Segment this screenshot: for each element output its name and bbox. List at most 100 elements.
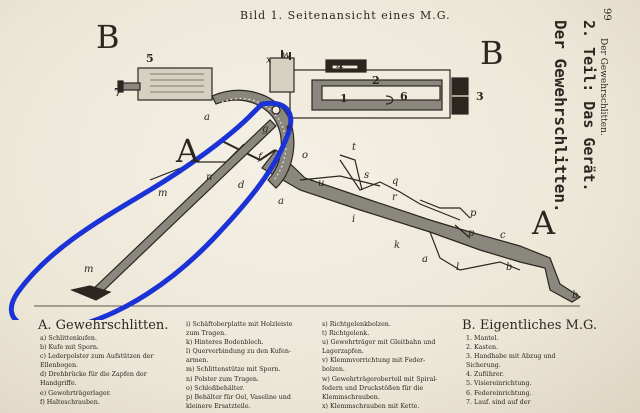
- bracket-arm: [339, 159, 461, 221]
- label-a3: a: [422, 254, 428, 265]
- label-c: c: [500, 230, 506, 241]
- label-p1: p: [470, 208, 477, 219]
- legend-line: b) Kufe mit Sporn.: [40, 344, 99, 352]
- rear-sight: [269, 57, 295, 93]
- legend-line: Ellenbogen.: [40, 362, 79, 370]
- legend-line: Lagerzapfen.: [322, 348, 364, 356]
- legend-line: x) Klemmschrauben mit Kette.: [322, 402, 420, 410]
- label-i: i: [352, 214, 355, 225]
- runner-rail: [299, 175, 381, 187]
- legend-line: e) Gewehrträgerlager.: [40, 389, 112, 397]
- legend-line: p) Behälter für Oel, Vaseline und: [186, 393, 291, 401]
- legend-line: a) Schlittenkufen.: [40, 335, 97, 342]
- label-b2: b: [572, 290, 578, 301]
- label-7: 7: [114, 86, 122, 99]
- legend-line: 1. Mantel.: [466, 335, 499, 342]
- legend-line: kleinere Ersatzteile.: [186, 402, 251, 410]
- label-a1: a: [204, 112, 210, 123]
- label-2: 2: [372, 74, 380, 87]
- section-a-title: A. Gewehrschlitten.: [38, 318, 169, 333]
- label-k: k: [394, 240, 400, 251]
- pivot-bolt: [271, 105, 281, 115]
- legend-line: w) Gewehrträgeroberteil mit Spiral-: [322, 375, 438, 383]
- label-m2: m: [84, 264, 93, 275]
- legend-line: 2. Kasten.: [466, 344, 499, 352]
- label-x: x: [266, 55, 272, 66]
- legend-line: Sicherung.: [466, 362, 501, 370]
- barrel: [121, 82, 141, 91]
- section-b-list: 1. Mantel. 2. Kasten. 3. Handhabe mit Ab…: [466, 334, 556, 407]
- section-a-col3: s) Richtgelenkbolzen. t) Richtgelenk. u)…: [322, 320, 437, 411]
- legend-line: u) Gewehrträger mit Gleitbahn und: [322, 339, 436, 347]
- spring-mark: [385, 95, 394, 105]
- clamp-screw: [281, 50, 291, 60]
- barrel-jacket-holes: [150, 73, 204, 93]
- label-d: d: [238, 180, 244, 191]
- section-a-col1: a) Schlittenkufen. b) Kufe mit Sporn. c)…: [40, 334, 154, 407]
- legend-line: f) Halteschrauben.: [40, 398, 100, 406]
- big-letter-b-right: B: [480, 34, 504, 72]
- label-a2: a: [278, 196, 284, 207]
- muzzle: [117, 80, 124, 93]
- barrel-jacket: [137, 67, 213, 101]
- feeder-slot: [331, 64, 359, 70]
- label-e: e: [286, 122, 292, 133]
- trip-lever: [339, 154, 363, 191]
- label-r: r: [392, 192, 398, 203]
- label-5: 5: [146, 52, 154, 65]
- legend-line: t) Richtgelenk.: [322, 330, 370, 338]
- carriage-arc-dots: [221, 97, 287, 181]
- carriage-arc: [211, 89, 295, 189]
- legend-line: v) Klemmvorrichtung mit Feder-: [322, 357, 426, 365]
- label-4: 4: [336, 60, 344, 73]
- big-letter-b-left: B: [96, 18, 120, 56]
- legend-line: bolzen.: [322, 366, 345, 374]
- label-3: 3: [476, 90, 484, 103]
- legend-line: federn und Druckstößen für die: [322, 384, 424, 392]
- section-b-title: B. Eigentliches M.G.: [462, 318, 598, 333]
- page-title: Bild 1. Seitenansicht eines M.G.: [240, 9, 451, 22]
- label-m1: m: [158, 188, 167, 199]
- legend-line: n) Polster zum Tragen.: [186, 375, 259, 383]
- label-p2: p: [468, 228, 475, 239]
- legend-line: Handgriffe.: [40, 380, 77, 388]
- tripod-leg-2: [149, 143, 245, 181]
- label-6: 6: [400, 90, 408, 103]
- label-w: w: [282, 50, 291, 61]
- label-b1: b: [506, 262, 512, 273]
- legend-line: 5. Visiereinrichtung.: [466, 380, 532, 388]
- receiver-window: [321, 85, 441, 101]
- legend-line: l) Querverbindung zu den Kufen-: [186, 348, 292, 356]
- blue-highlight-loop: [9, 100, 294, 320]
- runner-stripe: [299, 195, 521, 269]
- section-a-col2: i) Schäftoberplatte mit Holzleiste zum T…: [186, 320, 293, 411]
- legend-line: zum Tragen.: [186, 330, 227, 338]
- legend-line: armen.: [186, 357, 209, 365]
- legend-line: k) Hinteres Bodenblech.: [186, 339, 264, 347]
- label-1: 1: [340, 92, 348, 105]
- legend-line: d) Drehbrücke für die Zapfen der: [40, 371, 147, 379]
- legend-line: 3. Handhabe mit Abzug und: [466, 353, 556, 361]
- runner-arm: [429, 231, 521, 271]
- hinge-plate: [219, 139, 276, 162]
- legend-line: c) Lederpolster zum Aufstützen der: [40, 353, 154, 361]
- label-f: f: [257, 152, 264, 163]
- tripod-foot: [70, 285, 112, 301]
- legend-line: m) Schlittenstütze mit Sporn.: [186, 366, 281, 374]
- big-letter-a-right: A: [531, 204, 556, 242]
- page-number: 99: [601, 8, 612, 21]
- label-q: q: [392, 176, 398, 187]
- legend-line: 7. Lauf. sind auf der: [466, 398, 531, 406]
- legend-line: Klemmschrauben.: [322, 393, 380, 401]
- legend-line: s) Richtgelenkbolzen.: [322, 321, 391, 328]
- legend-line: o) Schloßbehälter.: [186, 384, 245, 392]
- big-letter-a-left: A: [175, 132, 200, 170]
- label-n: n: [206, 172, 212, 183]
- machine-gun-diagram: B B A A 1 2 3 4 5 6 7 x w a g f e o n m …: [9, 18, 582, 320]
- legend-line: 4. Zuführer.: [466, 371, 504, 379]
- legend-line: i) Schäftoberplatte mit Holzleiste: [186, 321, 293, 328]
- label-o: o: [302, 150, 308, 161]
- label-g: g: [262, 124, 268, 135]
- label-t: t: [352, 142, 357, 153]
